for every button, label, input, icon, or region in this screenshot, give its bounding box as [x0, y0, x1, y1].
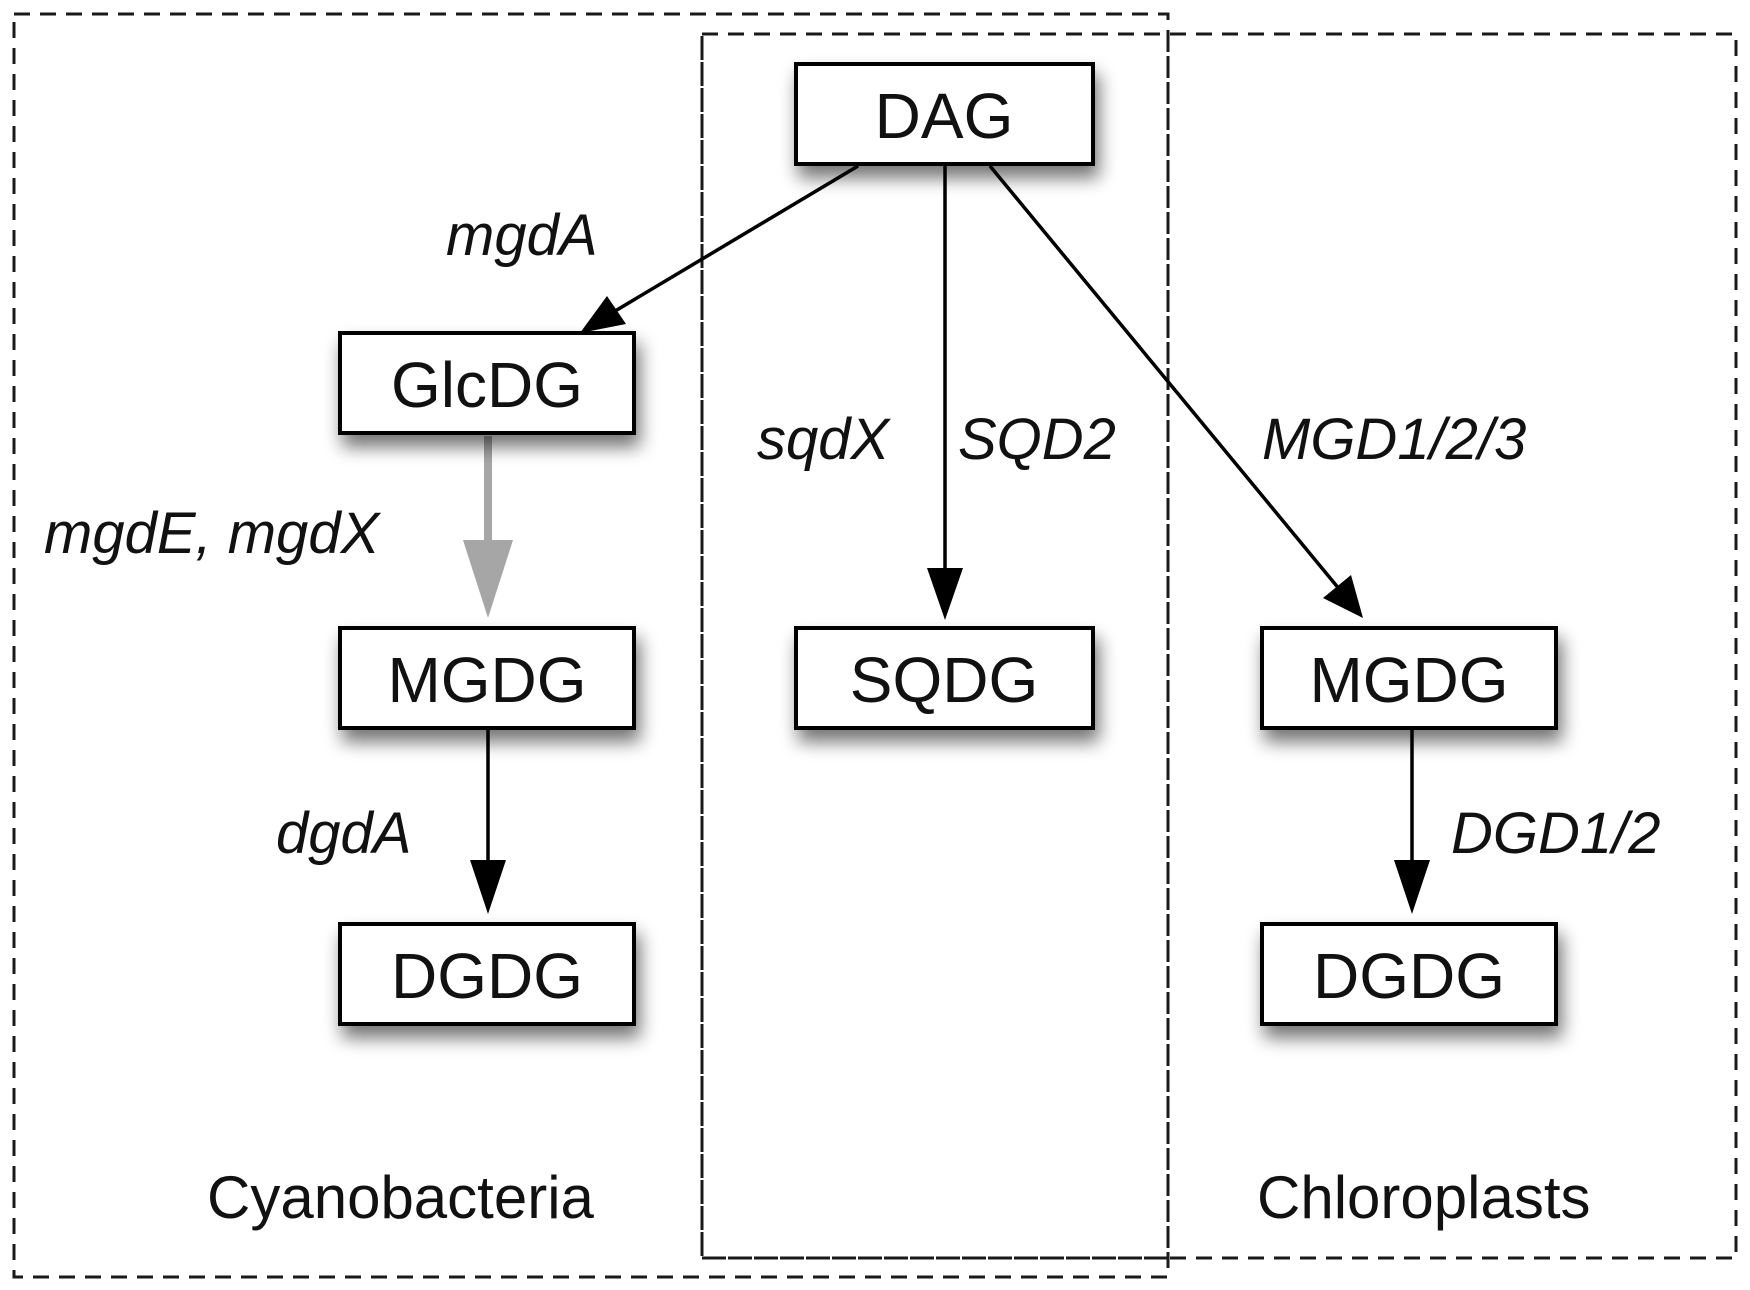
node-mgdg-chloroplasts — [1260, 626, 1558, 730]
gene-DGD: DGD1/2 — [1451, 801, 1661, 866]
node-dag-label: DAG — [875, 80, 1014, 152]
node-sqdg-label: SQDG — [850, 644, 1038, 716]
gene-dgdA: dgdA — [276, 801, 411, 866]
arrowhead-dgdg-cyano — [470, 860, 506, 914]
node-dgdg-cyanobacteria — [338, 922, 636, 1026]
gene-sqdX: sqdX — [757, 407, 892, 472]
gene-mgdE-mgdX: mgdE, mgdX — [44, 501, 382, 566]
edge-dag-to-mgdg-chloroplast — [988, 164, 1342, 592]
node-sqdg — [794, 626, 1095, 730]
gene-MGD: MGD1/2/3 — [1262, 407, 1526, 472]
node-mgdg-cyanobacteria — [338, 626, 636, 730]
node-mgdg-chloroplasts-label: MGDG — [1309, 644, 1508, 716]
node-dgdg-cyanobacteria-label: DGDG — [391, 940, 583, 1012]
gene-mgdA: mgdA — [446, 203, 598, 268]
arrowhead-dgdg-chloroplast — [1394, 860, 1430, 914]
node-glcdg-label: GlcDG — [391, 349, 583, 421]
node-dgdg-chloroplasts — [1260, 922, 1558, 1026]
edge-dag-to-glcdg — [589, 164, 859, 328]
node-mgdg-cyanobacteria-label: MGDG — [387, 644, 586, 716]
cyanobacteria-region — [12, 12, 1170, 1279]
node-glcdg — [338, 331, 636, 435]
chloroplasts-region — [700, 32, 1738, 1260]
chloroplasts-label: Chloroplasts — [1257, 1164, 1591, 1231]
node-dgdg-chloroplasts-label: DGDG — [1313, 940, 1505, 1012]
node-dag — [794, 62, 1095, 166]
arrowhead-mgdg-chloroplast — [1323, 575, 1363, 618]
arrowhead-mgdg-gray — [463, 540, 513, 618]
arrowhead-sqdg — [927, 568, 963, 620]
arrowhead-glcdg — [580, 296, 626, 333]
cyanobacteria-label: Cyanobacteria — [207, 1164, 595, 1231]
gene-SQD2: SQD2 — [958, 407, 1116, 472]
